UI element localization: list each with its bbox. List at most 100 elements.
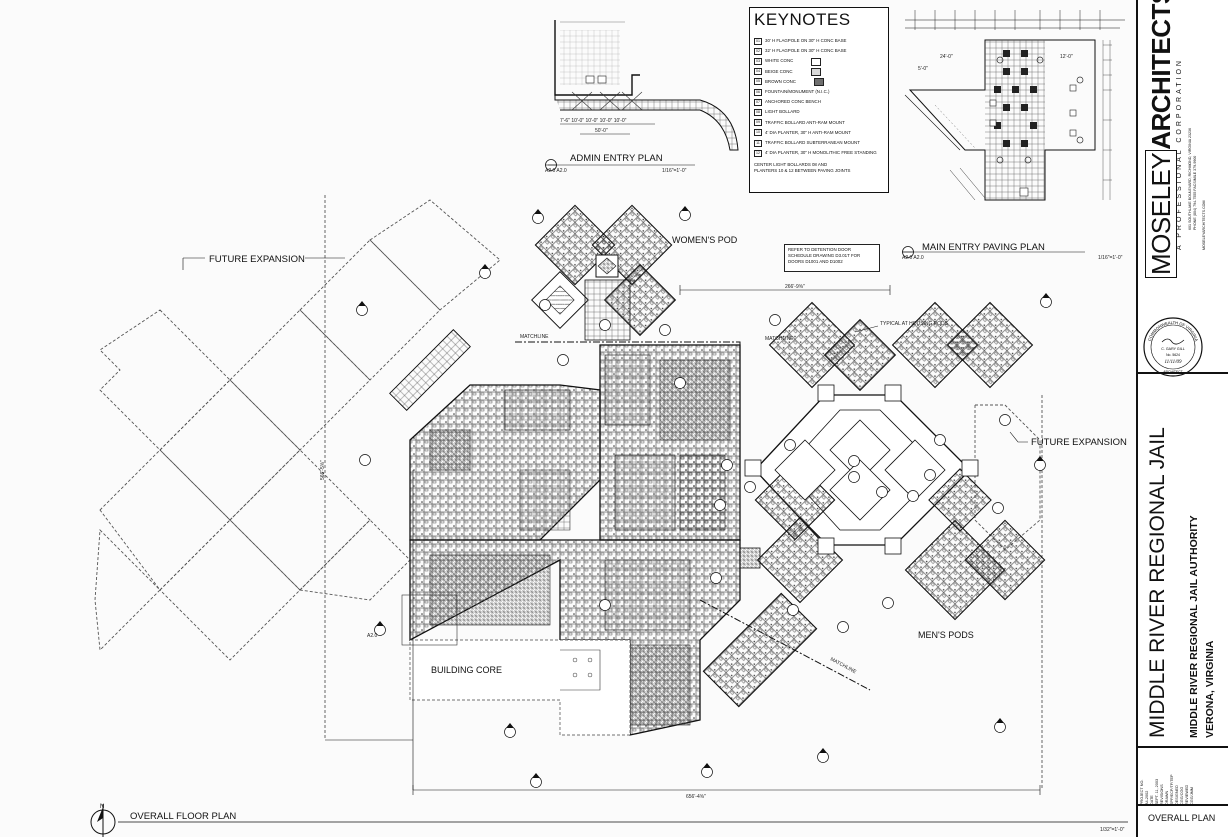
- keynote-number: 10: [754, 129, 762, 137]
- svg-text:24'-0": 24'-0": [940, 54, 953, 60]
- dimension-bottom: 656'-4⅝": [686, 794, 706, 800]
- dimension-left: 566'-5⅝": [320, 460, 326, 480]
- future-expansion-right-label: FUTURE EXPANSION: [1031, 437, 1127, 448]
- project-info: PROJECT NO. A4-2002 DATE SEPT. 11, 2003 …: [1140, 774, 1195, 805]
- ref-a2: A2.0: [367, 633, 378, 639]
- keynote-text: TRAFFIC BOLLARD SUBTERRANEAN MOUNT: [765, 140, 860, 146]
- main-entry-scale: 1/16"=1'-0": [1098, 255, 1123, 261]
- keynote-text: 4' DIA PLANTER, 30" H ANTI-RAM MOUNT: [765, 129, 851, 135]
- admin-entry-scale: 1/16"=1'-0": [662, 168, 687, 174]
- keynote-number: 01: [754, 37, 762, 45]
- keynote-number: 09: [754, 119, 762, 127]
- dimension-lines: [325, 285, 1041, 795]
- project-name: MIDDLE RIVER REGIONAL JAIL: [1146, 427, 1169, 738]
- reviewed-value: CGG/JMM: [1190, 787, 1194, 805]
- admin-dimension: 50'-0": [595, 128, 608, 134]
- keynote-text: 30' H FLAGPOLE ON 30" H CONC BASE: [765, 38, 847, 43]
- admin-entry-plan: 7'-6" 10'-0" 10'-0" 10'-0" 10'-0" 50'-0"…: [545, 20, 739, 174]
- firm-phone: PHONE (804) 794-7555 FACSIMILE 379-9900: [1193, 155, 1197, 230]
- svg-text:5'-0": 5'-0": [918, 66, 928, 72]
- future-expansion-left-label: FUTURE EXPANSION: [209, 254, 305, 265]
- mens-pods-label: MEN'S PODS: [918, 630, 974, 640]
- project-no: A4-2002: [1145, 790, 1149, 805]
- drawn-label: DRAWN: [1165, 790, 1169, 805]
- keynote-number: 06: [754, 88, 762, 96]
- sheet-title-box: OVERALL PLAN: [1138, 804, 1228, 839]
- matchline-label-3: MATCHLINE: [829, 656, 858, 675]
- firm-tagline: A PROFESSIONAL CORPORATION: [1176, 58, 1183, 250]
- keynote-text: BEIGE CONC: [765, 68, 793, 74]
- keynote-swatch: [810, 67, 821, 76]
- svg-text:N: N: [100, 804, 104, 810]
- date-value: SEPT. 11, 2003: [1155, 778, 1159, 805]
- keynotes-title: KEYNOTES: [754, 10, 851, 29]
- designed-value: CGG/CGG: [1180, 786, 1184, 805]
- matchlines: [515, 341, 871, 691]
- project-location: VERONA, VIRGINIA: [1204, 640, 1216, 738]
- project-no-label: PROJECT NO.: [1140, 779, 1144, 805]
- revisions-label: REVISIONS: [1160, 784, 1164, 805]
- title-block: MOSELEYARCHITECTS A PROFESSIONAL CORPORA…: [1136, 0, 1228, 839]
- firm-web: MOSELEYARCHITECTS.COM: [1202, 200, 1206, 250]
- drawing-title: OVERALL FLOOR PLAN: [130, 811, 236, 822]
- svg-text:A2.0 A2.0: A2.0 A2.0: [545, 168, 567, 174]
- svg-text:COMMONWEALTH OF VIRGINIA: COMMONWEALTH OF VIRGINIA: [1147, 320, 1199, 342]
- keynote-number: 08: [754, 109, 762, 117]
- typical-note: TYPICAL AT HOUSING PODS: [880, 321, 949, 327]
- keynote-text: LIGHT BOLLARD: [765, 109, 800, 115]
- keynote-number: 07: [754, 98, 762, 106]
- designed-label: DESIGNED: [1175, 785, 1179, 805]
- keynote-text: WHITE CONC: [765, 58, 794, 64]
- note-line-1: REFER TO DETENTION DOOR: [788, 247, 852, 252]
- keynote-text: FOUNTAIN/MONUMENT (N.I.C.): [765, 89, 830, 95]
- north-arrow: N: [90, 804, 116, 837]
- sheet-title: OVERALL PLAN: [1148, 813, 1216, 823]
- main-entry-plan-title: MAIN ENTRY PAVING PLAN: [922, 242, 1045, 253]
- project-owner: MIDDLE RIVER REGIONAL JAIL AUTHORITY: [1188, 515, 1200, 738]
- admin-entry-plan-title: ADMIN ENTRY PLAN: [570, 153, 663, 164]
- seal-number: No. 5624: [1166, 353, 1180, 357]
- keynote-text: 4' DIA PLANTER, 30" H MONOLITHIC FREE ST…: [765, 150, 877, 156]
- womens-pod-label: WOMEN'S POD: [672, 235, 738, 245]
- seal-date: 11/11/09: [1164, 360, 1182, 365]
- keynote-number: 04: [754, 68, 762, 76]
- architect-seal: COMMONWEALTH OF VIRGINIA C. GARY GILL No…: [1142, 316, 1204, 378]
- drawing-scale: 1/32"=1'-0": [1100, 827, 1125, 833]
- section-markers: [356, 209, 1052, 788]
- floor-plan-drawing: 7'-6" 10'-0" 10'-0" 10'-0" 10'-0" 50'-0"…: [90, 10, 1128, 837]
- svg-text:7'-6" 10'-0" 10'-0" 10'-0": 7'-6" 10'-0" 10'-0" 10'-0" 10'-0": [560, 118, 627, 124]
- note-line-3: DOORS D1001 AND D1002: [788, 259, 843, 264]
- keynote-number: 03: [754, 58, 762, 65]
- firm-address: 601 SOUTHLAKE BOULEVARD, RICHMOND, VIRGI…: [1188, 128, 1192, 230]
- keynote-number: 05: [754, 78, 762, 86]
- keynote-number: 11: [754, 139, 762, 147]
- building-core: [389, 329, 818, 736]
- note-line-2: SCHEDULE DRAWING D3.01T FOR: [788, 253, 861, 258]
- main-entry-paving-plan: 24'-0" 12'-0" 5'-0" A2.0 A2.0 MAIN ENTRY…: [902, 10, 1125, 261]
- mens-pods: [744, 301, 1046, 621]
- svg-text:A2.0 A2.0: A2.0 A2.0: [902, 255, 924, 261]
- dimension-top: 266'-9⅝": [785, 284, 805, 290]
- keynote-number: 12: [754, 149, 762, 157]
- project-block: [1138, 372, 1228, 748]
- keynote-text: ANCHORED CONC BENCH: [765, 99, 821, 105]
- womens-pod: [531, 204, 677, 341]
- keynote-number: 02: [754, 47, 762, 55]
- keynotes-footnote-2: PLANTERS 10 & 12 BETWEEN PAVING JOINTS: [754, 168, 851, 174]
- keynotes-footnote-1: CENTER LIGHT BOLLARDS 08 AND: [754, 162, 828, 168]
- building-core-label: BUILDING CORE: [431, 665, 502, 675]
- reviewed-label: REVIEWED: [1185, 784, 1189, 805]
